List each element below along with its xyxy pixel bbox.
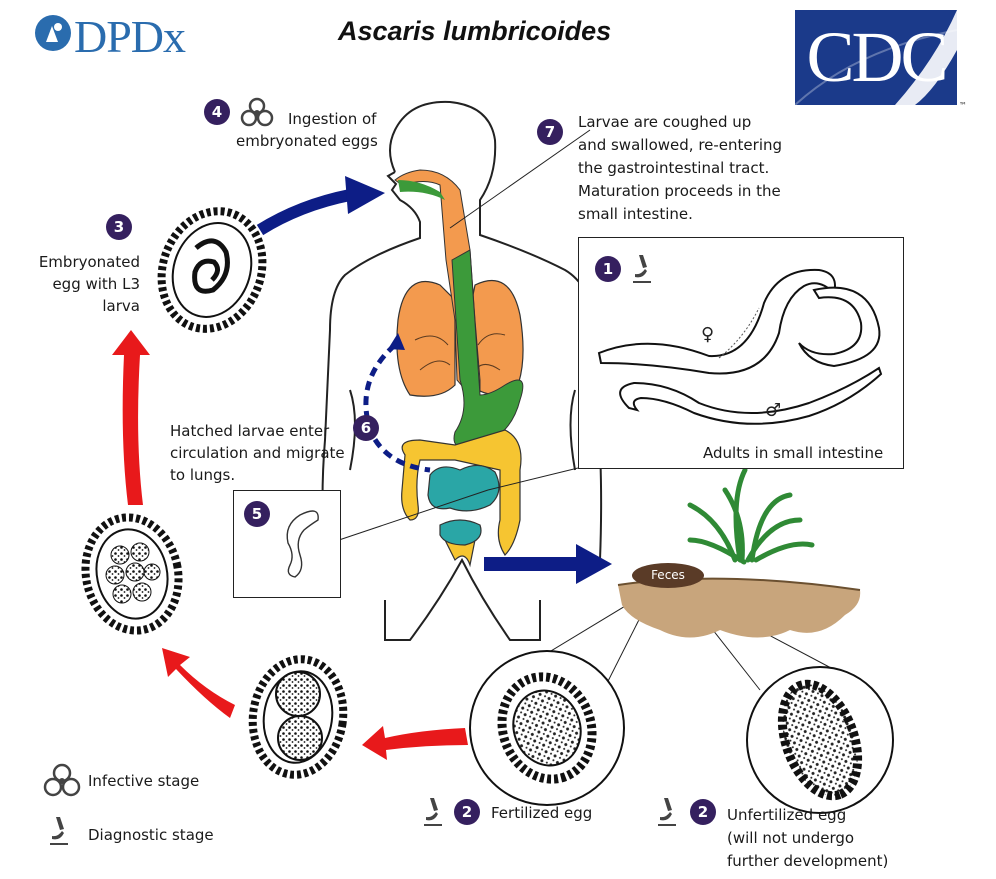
step-3-badge: 3	[106, 214, 132, 240]
step-4-label-line2: embryonated eggs	[236, 132, 378, 150]
larva-box: 5	[233, 490, 341, 598]
grass	[687, 467, 815, 565]
step-6-label-line3: to lungs.	[170, 466, 236, 484]
microscope-icon	[633, 255, 651, 283]
step-4-badge: 4	[204, 99, 230, 125]
soil	[618, 578, 861, 638]
step-3-label-line1: Embryonated	[38, 253, 140, 271]
step-2a-badge: 2	[454, 799, 480, 825]
adults-box: 1 ♀ ♂ Adults in small intestine	[578, 237, 904, 469]
migration-arrowhead	[388, 333, 405, 350]
legend-infective-label: Infective stage	[88, 772, 200, 790]
biohazard-icon	[43, 763, 81, 797]
female-symbol: ♀	[701, 324, 715, 345]
step-1-label: Adults in small intestine	[703, 444, 884, 462]
egg-morula	[81, 513, 183, 635]
larva-illustration	[286, 510, 319, 578]
step-7-label-line2: and swallowed, re-entering	[578, 136, 783, 154]
fertilized-egg-illustration	[469, 650, 625, 806]
egg-embryonated-l3	[157, 207, 267, 333]
page-title: Ascaris lumbricoides	[338, 16, 612, 46]
unfertilized-egg-illustration	[746, 666, 894, 814]
lungs	[396, 280, 524, 397]
step-7-label-line4: Maturation proceeds in the	[578, 182, 781, 200]
legend-diagnostic-label: Diagnostic stage	[88, 826, 214, 844]
step-4-label-line1: Ingestion of	[288, 110, 377, 128]
egg-two-cell	[248, 655, 348, 779]
step-7-badge: 7	[537, 119, 563, 145]
male-symbol: ♂	[765, 400, 782, 421]
legend: Infective stage Diagnostic stage	[40, 760, 240, 850]
step-2b-badge: 2	[690, 799, 716, 825]
small-intestine	[427, 464, 500, 546]
step-2b-label-line1: Unfertilized egg	[727, 806, 847, 824]
step-6-label-line1: Hatched larvae enter	[170, 422, 330, 440]
esophagus-stomach	[394, 169, 524, 449]
microscope-icon	[50, 817, 68, 845]
step-7-label-line5: small intestine.	[578, 205, 693, 223]
step-6-label-line2: circulation and migrate	[170, 444, 345, 462]
step-3-label-line2: egg with L3	[52, 275, 140, 293]
step-7-label-line3: the gastrointestinal tract.	[578, 159, 770, 177]
step-3-label-line3: larva	[102, 297, 140, 315]
cdc-brand: CDC	[806, 17, 948, 97]
trademark: ™	[959, 101, 967, 110]
feces-arrow	[484, 557, 579, 571]
step-7-label-line1: Larvae are coughed up	[578, 113, 752, 131]
microscope-icon	[658, 798, 676, 826]
step-2b-label-line3: further development)	[727, 852, 889, 870]
dpdx-brand: DPDx	[74, 11, 186, 62]
cycle-arrows	[112, 330, 468, 760]
step-5-badge: 5	[244, 501, 270, 527]
step-2b-label-line2: (will not undergo	[727, 829, 855, 847]
step-6-badge: 6	[353, 415, 379, 441]
ingestion-arrow	[256, 189, 352, 236]
step-2a-label: Fertilized egg	[491, 804, 593, 822]
feces-label: Feces	[632, 563, 704, 588]
biohazard-icon	[240, 97, 274, 127]
cdc-logo	[794, 10, 958, 106]
microscope-icon	[424, 798, 442, 826]
adult-worms-illustration	[597, 268, 883, 425]
dpdx-logo-icon	[35, 15, 71, 51]
step-1-badge: 1	[595, 256, 621, 282]
